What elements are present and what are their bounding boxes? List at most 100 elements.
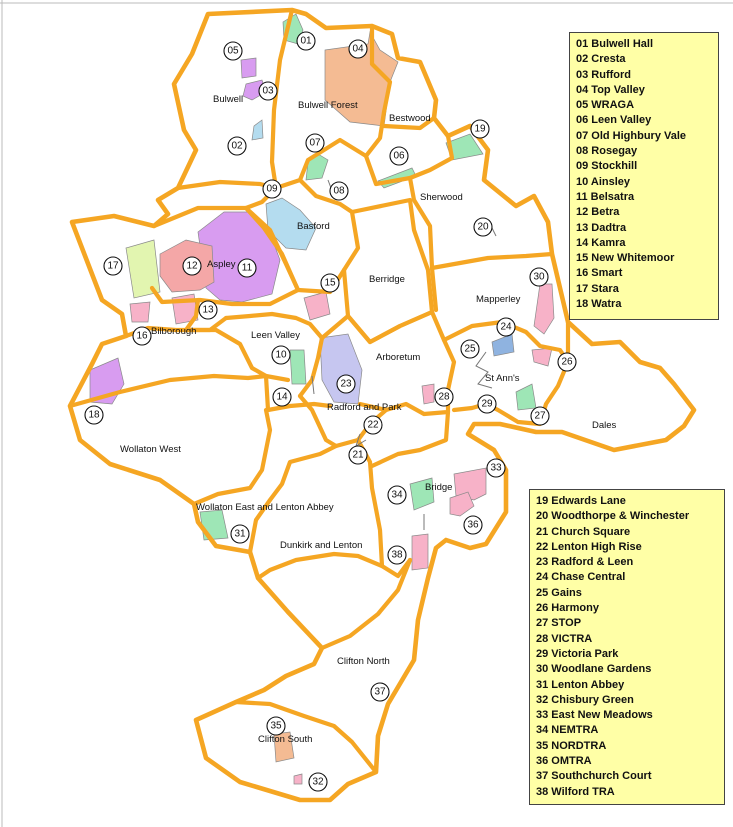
- marker-24-text: 24: [500, 322, 512, 333]
- area-harmony: [531, 347, 553, 367]
- mark-kamra: [311, 375, 315, 395]
- marker-22[interactable]: 22: [363, 415, 383, 435]
- marker-20-text: 20: [477, 222, 489, 233]
- marker-17-text: 17: [107, 261, 119, 272]
- marker-38[interactable]: 38: [387, 545, 407, 565]
- boundary-aspley: [149, 205, 301, 307]
- boundary-clifton-south: [233, 699, 379, 775]
- marker-34-text: 34: [391, 490, 403, 501]
- legend-item: 33 East New Meadows: [536, 709, 653, 722]
- marker-04[interactable]: 04: [348, 39, 368, 59]
- marker-30[interactable]: 30: [529, 267, 549, 287]
- marker-10-text: 10: [275, 350, 287, 361]
- marker-19[interactable]: 19: [470, 119, 490, 139]
- marker-15[interactable]: 15: [320, 273, 340, 293]
- marker-17[interactable]: 17: [103, 256, 123, 276]
- boundary-bridge-north: [355, 437, 413, 579]
- marker-14-text: 14: [276, 392, 288, 403]
- legend-item: 22 Lenton High Rise: [536, 540, 642, 553]
- marker-14[interactable]: 14: [272, 387, 292, 407]
- marker-16-text: 16: [136, 331, 148, 342]
- marker-18-text: 18: [88, 410, 100, 421]
- marker-20[interactable]: 20: [473, 217, 493, 237]
- legend-item: 23 Radford & Leen: [536, 556, 634, 569]
- area-lenton-abbey: [199, 509, 229, 541]
- marker-06[interactable]: 06: [389, 146, 409, 166]
- area-nordtra: [273, 731, 295, 763]
- legend-item: 27 STOP: [536, 617, 582, 630]
- marker-01[interactable]: 01: [296, 31, 316, 51]
- label-bilborough: Bilborough: [151, 326, 196, 337]
- legend-item: 16 Smart: [576, 267, 623, 280]
- marker-02[interactable]: 02: [227, 136, 247, 156]
- marker-16[interactable]: 16: [132, 326, 152, 346]
- label-radford-and-park: Radford and Park: [327, 402, 402, 413]
- marker-13-text: 13: [202, 305, 214, 316]
- marker-07[interactable]: 07: [305, 133, 325, 153]
- marker-35[interactable]: 35: [266, 716, 286, 736]
- mark-st-anns-streets: [475, 351, 493, 389]
- legend-item: 02 Cresta: [576, 53, 626, 66]
- legend-item: 04 Top Valley: [576, 83, 645, 96]
- boundary-wollaton-west-east: [263, 373, 333, 413]
- boundary-leen-valley: [223, 311, 325, 399]
- marker-03-text: 03: [262, 86, 274, 97]
- marker-29[interactable]: 29: [477, 394, 497, 414]
- marker-13[interactable]: 13: [198, 300, 218, 320]
- legend-item: 18 Watra: [576, 298, 622, 311]
- legend-item: 26 Harmony: [536, 602, 599, 615]
- legend-item: 14 Kamra: [576, 236, 626, 249]
- marker-22-text: 22: [367, 420, 379, 431]
- marker-08-text: 08: [333, 186, 345, 197]
- legend-item: 08 Rosegay: [576, 145, 638, 158]
- marker-28-text: 28: [438, 392, 450, 403]
- label-bridge: Bridge: [425, 482, 452, 493]
- legend-item: 06 Leen Valley: [576, 114, 652, 127]
- marker-28[interactable]: 28: [434, 387, 454, 407]
- marker-31[interactable]: 31: [230, 524, 250, 544]
- marker-23[interactable]: 23: [336, 374, 356, 394]
- marker-36[interactable]: 36: [463, 515, 483, 535]
- marker-24[interactable]: 24: [496, 317, 516, 337]
- marker-09-text: 09: [266, 184, 278, 195]
- marker-25[interactable]: 25: [460, 339, 480, 359]
- marker-06-text: 06: [393, 151, 405, 162]
- label-bulwell-forest: Bulwell Forest: [298, 100, 358, 111]
- marker-21[interactable]: 21: [348, 445, 368, 465]
- marker-12[interactable]: 12: [182, 256, 202, 276]
- marker-29-text: 29: [481, 399, 493, 410]
- area-cresta: [251, 119, 264, 141]
- label-wollaton-east: Wollaton East and Lenton Abbey: [196, 502, 334, 513]
- marker-03[interactable]: 03: [258, 81, 278, 101]
- marker-10[interactable]: 10: [271, 345, 291, 365]
- area-wilford-tra: [411, 533, 429, 571]
- marker-26[interactable]: 26: [557, 352, 577, 372]
- legend-item: 29 Victoria Park: [536, 647, 619, 660]
- marker-32[interactable]: 32: [308, 772, 328, 792]
- marker-23-text: 23: [340, 379, 352, 390]
- number-markers: 01 02 03 04 05 06 07 08 09 10 11 12 13 1…: [84, 31, 577, 792]
- legend-item: 35 NORDTRA: [536, 739, 607, 752]
- marker-05[interactable]: 05: [223, 41, 243, 61]
- marker-05-text: 05: [227, 46, 239, 57]
- label-berridge: Berridge: [369, 274, 405, 285]
- marker-12-text: 12: [186, 261, 198, 272]
- label-basford: Basford: [297, 221, 330, 232]
- marker-27[interactable]: 27: [530, 406, 550, 426]
- marker-38-text: 38: [391, 550, 403, 561]
- marker-37[interactable]: 37: [370, 682, 390, 702]
- legend-item: 37 Southchurch Court: [536, 770, 652, 783]
- marker-08[interactable]: 08: [329, 181, 349, 201]
- marker-18[interactable]: 18: [84, 405, 104, 425]
- marker-09[interactable]: 09: [262, 179, 282, 199]
- marker-30-text: 30: [533, 272, 545, 283]
- label-sherwood: Sherwood: [420, 192, 463, 203]
- marker-33[interactable]: 33: [486, 458, 506, 478]
- legend-item: 07 Old Highbury Vale: [576, 129, 687, 142]
- legend-item: 21 Church Square: [536, 525, 631, 538]
- marker-11[interactable]: 11: [237, 258, 257, 278]
- label-aspley: Aspley: [207, 259, 236, 270]
- marker-34[interactable]: 34: [387, 485, 407, 505]
- area-ainsley: [289, 349, 307, 385]
